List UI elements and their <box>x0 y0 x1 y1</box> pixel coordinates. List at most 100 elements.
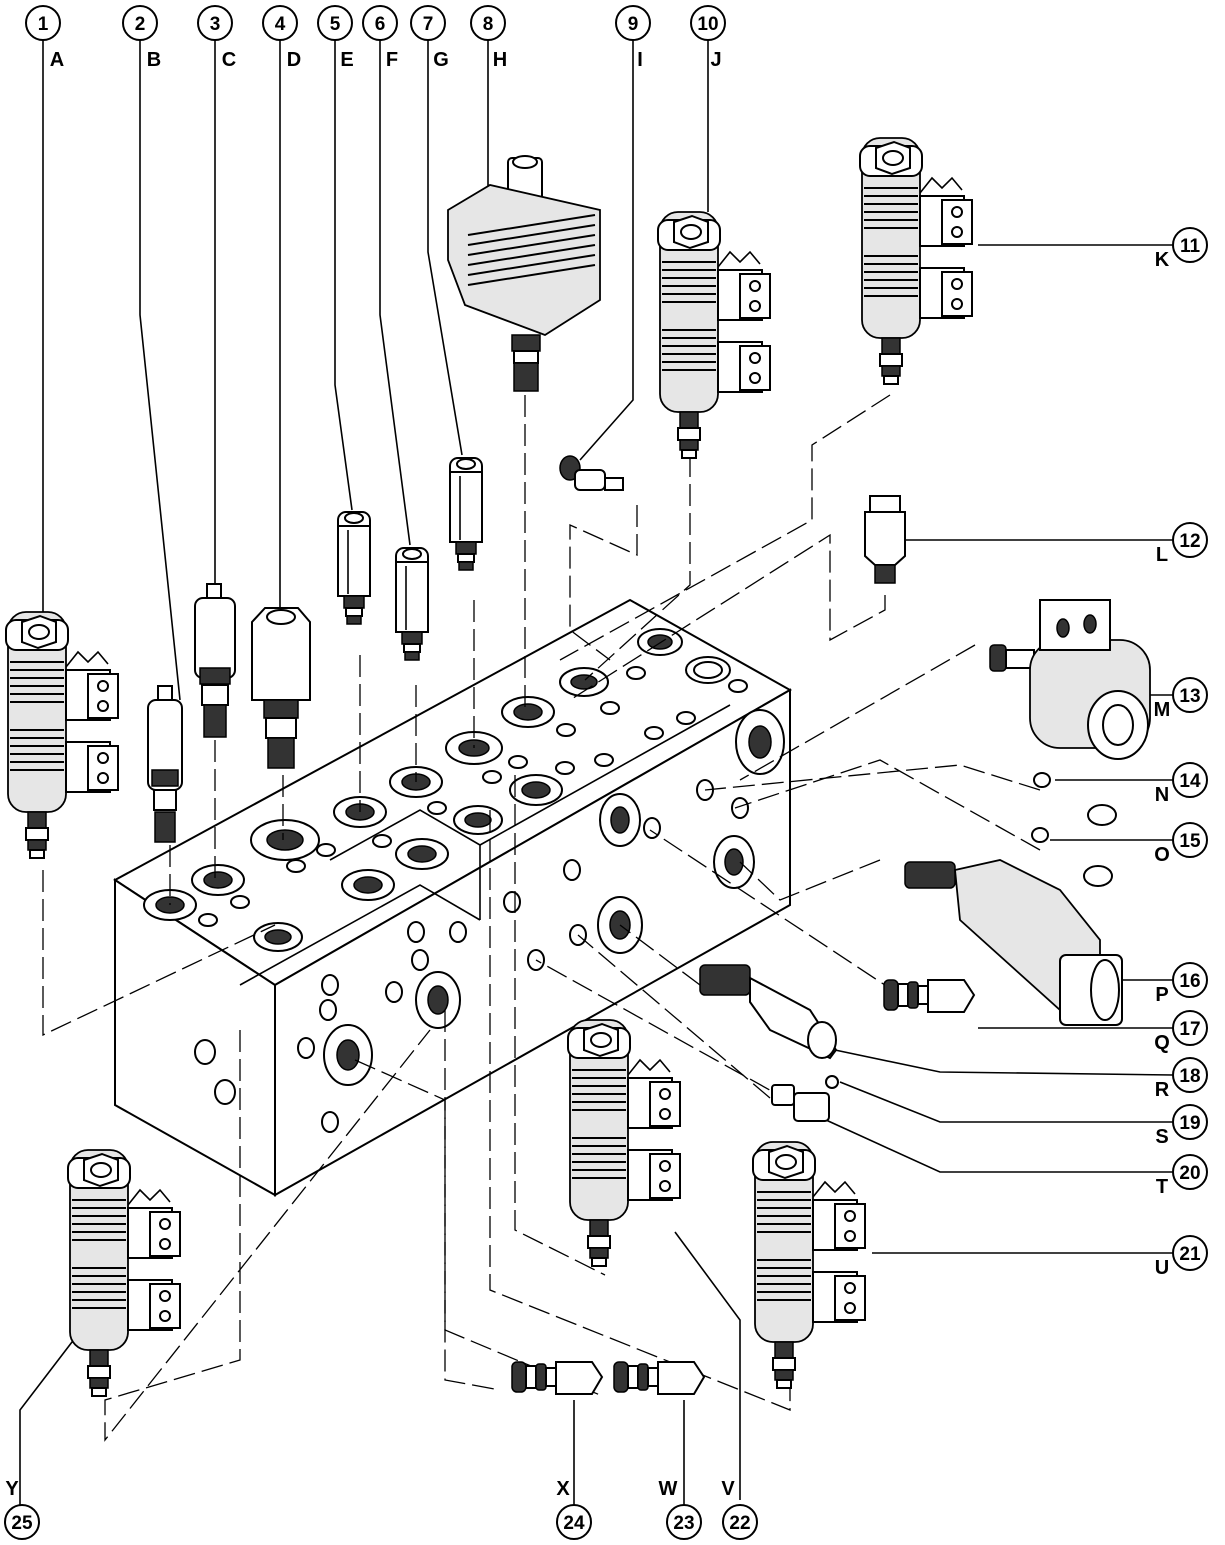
callout-22: 22 V <box>721 1478 758 1540</box>
side-ports <box>297 709 785 1133</box>
component-8-proportional-valve <box>447 155 601 392</box>
component-6-cartridge <box>395 547 429 661</box>
callout-circle <box>25 5 61 41</box>
callout-number: 4 <box>275 14 286 35</box>
callout-letter: S <box>1155 1126 1168 1148</box>
callout-number: 9 <box>628 14 639 35</box>
top-ports <box>143 628 748 952</box>
callout-15: 15 O <box>1154 822 1208 866</box>
callout-letter: O <box>1154 844 1170 866</box>
component-1-coil-valve <box>5 611 119 859</box>
component-22-coil-valve <box>567 1019 681 1267</box>
callout-12: 12 L <box>1156 522 1208 566</box>
callout-circle <box>690 5 726 41</box>
callout-number: 14 <box>1179 771 1201 792</box>
callout-letter: B <box>147 49 161 71</box>
callout-25: 25 Y <box>4 1478 40 1540</box>
callout-3: 3 C <box>197 5 236 71</box>
callout-circle <box>1172 522 1208 558</box>
callout-number: 7 <box>423 14 434 35</box>
callout-letter: G <box>433 49 449 71</box>
component-9-needle-valve <box>559 455 624 491</box>
callout-circle <box>666 1504 702 1540</box>
component-2-cartridge <box>147 685 183 843</box>
callout-circle <box>722 1504 758 1540</box>
component-7-cartridge <box>449 457 483 571</box>
component-13-coil-valve <box>989 599 1151 760</box>
component-10-coil-valve <box>657 211 771 459</box>
component-16-solenoid-valve <box>904 859 1123 1026</box>
callout-number: 19 <box>1179 1113 1200 1134</box>
callout-letter: M <box>1154 699 1171 721</box>
component-21-coil-valve <box>752 1141 866 1389</box>
callout-circle <box>122 5 158 41</box>
callout-letter: K <box>1155 249 1170 271</box>
callout-13: 13 M <box>1154 677 1208 721</box>
left-ports <box>194 1039 236 1105</box>
callout-circle <box>1172 227 1208 263</box>
callout-number: 6 <box>375 14 386 35</box>
callout-letter: A <box>50 49 64 71</box>
callout-letter: I <box>637 49 643 71</box>
callout-number: 1 <box>38 14 49 35</box>
component-24-plug-valve <box>511 1361 603 1395</box>
callout-14: 14 N <box>1155 762 1208 806</box>
callout-letter: W <box>659 1478 678 1500</box>
callout-number: 10 <box>697 14 718 35</box>
callout-circle <box>470 5 506 41</box>
callout-1: 1 A <box>25 5 64 71</box>
component-18-relief-valve <box>699 964 838 1060</box>
callout-24: 24 X <box>556 1478 592 1540</box>
callout-number: 23 <box>673 1513 694 1534</box>
callout-17: 17 Q <box>1154 1010 1208 1054</box>
callout-letter: X <box>556 1478 570 1500</box>
component-17-plug-valve <box>883 979 975 1013</box>
component-19-plug <box>825 1075 839 1089</box>
callout-circle <box>4 1504 40 1540</box>
callout-number: 3 <box>210 14 221 35</box>
callout-letter: T <box>1156 1176 1168 1198</box>
callout-23: 23 W <box>659 1478 702 1540</box>
callout-circle <box>1172 677 1208 713</box>
callout-letter: U <box>1155 1257 1169 1279</box>
component-5-cartridge <box>337 511 371 625</box>
component-14-plug <box>1033 772 1117 826</box>
callout-circle <box>1172 1057 1208 1093</box>
component-11-coil-valve <box>859 137 973 385</box>
callout-8: 8 H <box>470 5 507 71</box>
component-25-coil-valve <box>67 1149 181 1397</box>
callout-circle <box>362 5 398 41</box>
leader-lines <box>19 40 1174 1505</box>
callout-16: 16 P <box>1155 962 1208 1006</box>
callout-circle <box>410 5 446 41</box>
callout-4: 4 D <box>262 5 301 71</box>
callout-6: 6 F <box>362 5 398 71</box>
manifold-block <box>113 598 793 1197</box>
callout-number: 20 <box>1179 1163 1200 1184</box>
callout-circle <box>1172 962 1208 998</box>
callout-circle <box>197 5 233 41</box>
callout-letter: V <box>721 1478 735 1500</box>
callout-11: 11 K <box>1155 227 1208 271</box>
callout-circle <box>1172 1104 1208 1140</box>
callout-circle <box>1172 1010 1208 1046</box>
callout-letter: Q <box>1154 1032 1170 1054</box>
callout-7: 7 G <box>410 5 449 71</box>
callout-2: 2 B <box>122 5 161 71</box>
callout-circle <box>262 5 298 41</box>
callout-number: 16 <box>1179 971 1200 992</box>
callout-9: 9 I <box>615 5 651 71</box>
callout-number: 18 <box>1179 1066 1200 1087</box>
callout-number: 11 <box>1180 236 1201 257</box>
callout-circle <box>1172 1235 1208 1271</box>
component-15-plug <box>1031 827 1113 887</box>
callout-letter: Y <box>5 1478 19 1500</box>
callout-number: 2 <box>135 14 146 35</box>
dashed-assembly-lines <box>42 394 1041 1442</box>
callout-number: 17 <box>1179 1019 1200 1040</box>
callout-19: 19 S <box>1155 1104 1208 1148</box>
callout-circle <box>317 5 353 41</box>
callout-20: 20 T <box>1156 1154 1208 1198</box>
callout-circle <box>1172 762 1208 798</box>
component-3-cartridge <box>194 583 236 738</box>
